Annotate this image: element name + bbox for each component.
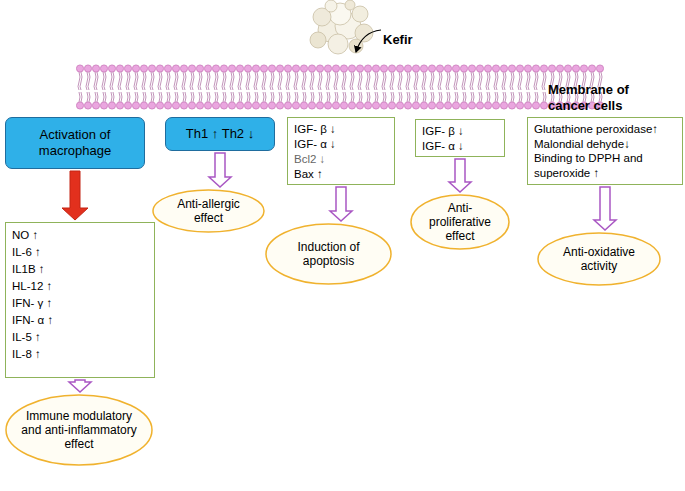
node-label: Th1 ↑ Th2 ↓ xyxy=(186,126,254,142)
marker-text: IL-6 ↑ xyxy=(12,244,148,261)
marker-text: IL-8 ↑ xyxy=(12,346,148,363)
marker-text: IL1B ↑ xyxy=(12,261,148,278)
marker-text: IGF- α ↓ xyxy=(294,137,388,152)
marker-text: Bax ↑ xyxy=(294,167,388,182)
effect-ellipse: Anti-oxidative activity xyxy=(537,232,661,286)
node-label: Immune modulatory and anti-inflammatory … xyxy=(19,409,139,451)
substance-label: Kefir xyxy=(383,32,443,48)
marker-list-box: Glutathione peroxidase↑Malondial dehyde↓… xyxy=(527,117,683,185)
ellipse-shape xyxy=(6,395,152,465)
process-box: Activation of macrophage xyxy=(5,117,145,169)
marker-text: IL-5 ↑ xyxy=(12,329,148,346)
marker-text: IGF- α ↓ xyxy=(422,139,498,154)
marker-text: Glutathione peroxidase↑ xyxy=(534,122,676,137)
solid-arrow xyxy=(62,171,88,220)
marker-text: IGF- β ↓ xyxy=(294,122,388,137)
effect-ellipse: Immune modulatory and anti-inflammatory … xyxy=(5,394,153,466)
marker-text: Binding to DPPH and superoxide ↑ xyxy=(534,151,676,180)
ellipse-shape xyxy=(266,224,391,284)
membrane-bilayer xyxy=(76,64,604,110)
node-label: Anti-proliferative effect xyxy=(424,201,496,243)
hollow-arrow xyxy=(330,187,352,221)
effect-ellipse: Induction of apoptosis xyxy=(265,223,392,285)
hollow-arrow xyxy=(449,159,471,192)
marker-text: Malondial dehyde↓ xyxy=(534,137,676,152)
effect-ellipse: Anti-proliferative effect xyxy=(410,194,510,250)
marker-text: Bcl2 ↓ xyxy=(294,152,388,167)
marker-text: IFN- γ ↑ xyxy=(12,295,148,312)
hollow-arrow xyxy=(69,380,91,392)
marker-list-box: NO ↑IL-6 ↑IL1B ↑HL-12 ↑IFN- γ ↑IFN- α ↑I… xyxy=(5,222,155,378)
membrane-label: Membrane of cancer cells xyxy=(548,82,668,114)
marker-list-box: IGF- β ↓IGF- α ↓ xyxy=(415,119,505,157)
ellipse-shape xyxy=(411,195,509,249)
leader-arrow xyxy=(356,30,381,52)
node-label: Induction of apoptosis xyxy=(279,240,378,268)
hollow-arrow xyxy=(594,187,616,230)
marker-text: NO ↑ xyxy=(12,227,148,244)
node-label: Anti-allergic effect xyxy=(166,197,251,225)
kefir-grain xyxy=(310,0,373,54)
marker-text: IFN- α ↑ xyxy=(12,312,148,329)
marker-text: HL-12 ↑ xyxy=(12,278,148,295)
marker-list-box: IGF- β ↓IGF- α ↓Bcl2 ↓Bax ↑ xyxy=(287,117,395,185)
effect-ellipse: Anti-allergic effect xyxy=(152,189,265,233)
node-label: Activation of macrophage xyxy=(12,127,138,159)
hollow-arrow xyxy=(209,153,231,187)
ellipse-shape xyxy=(538,233,660,285)
ellipse-shape xyxy=(153,190,264,232)
node-label: Anti-oxidative activity xyxy=(551,245,647,273)
marker-text: IGF- β ↓ xyxy=(422,124,498,139)
process-box: Th1 ↑ Th2 ↓ xyxy=(165,117,275,151)
